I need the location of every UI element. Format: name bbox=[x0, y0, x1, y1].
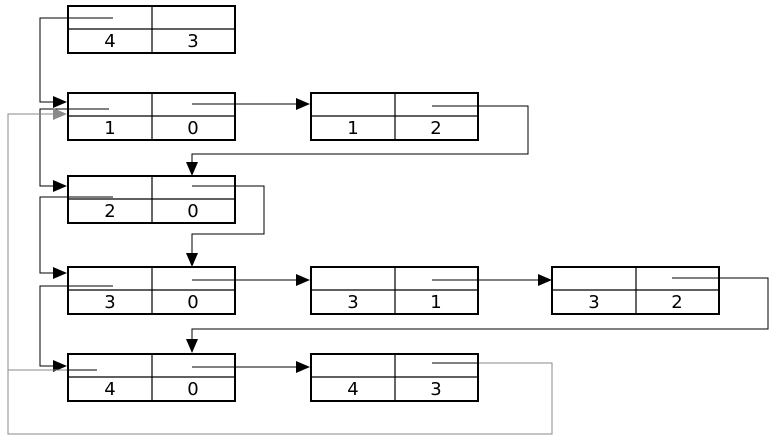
node-right-value: 0 bbox=[187, 201, 198, 222]
edge-n6-to-n7 bbox=[186, 277, 769, 353]
node-right-value: 0 bbox=[187, 118, 198, 139]
edge-n3-to-n4 bbox=[186, 185, 265, 267]
node-right-value: 2 bbox=[430, 118, 441, 139]
node-right-value: 3 bbox=[187, 31, 198, 52]
node-right-value: 1 bbox=[430, 292, 441, 313]
node-left-value: 4 bbox=[104, 31, 115, 52]
node-left-value: 4 bbox=[347, 379, 358, 400]
node-left-value: 2 bbox=[104, 201, 115, 222]
edge-n8-back-to-n1 bbox=[7, 108, 553, 435]
node-left-value: 3 bbox=[104, 292, 115, 313]
node-left-value: 3 bbox=[347, 292, 358, 313]
node-right-value: 0 bbox=[187, 379, 198, 400]
node-left-value: 1 bbox=[347, 118, 358, 139]
node-right-value: 0 bbox=[187, 292, 198, 313]
node-left-value: 3 bbox=[588, 292, 599, 313]
node-right-value: 3 bbox=[430, 379, 441, 400]
edge-n2-to-n3 bbox=[186, 105, 529, 176]
node-left-value: 4 bbox=[104, 379, 115, 400]
node-right-value: 2 bbox=[671, 292, 682, 313]
node-left-value: 1 bbox=[104, 118, 115, 139]
